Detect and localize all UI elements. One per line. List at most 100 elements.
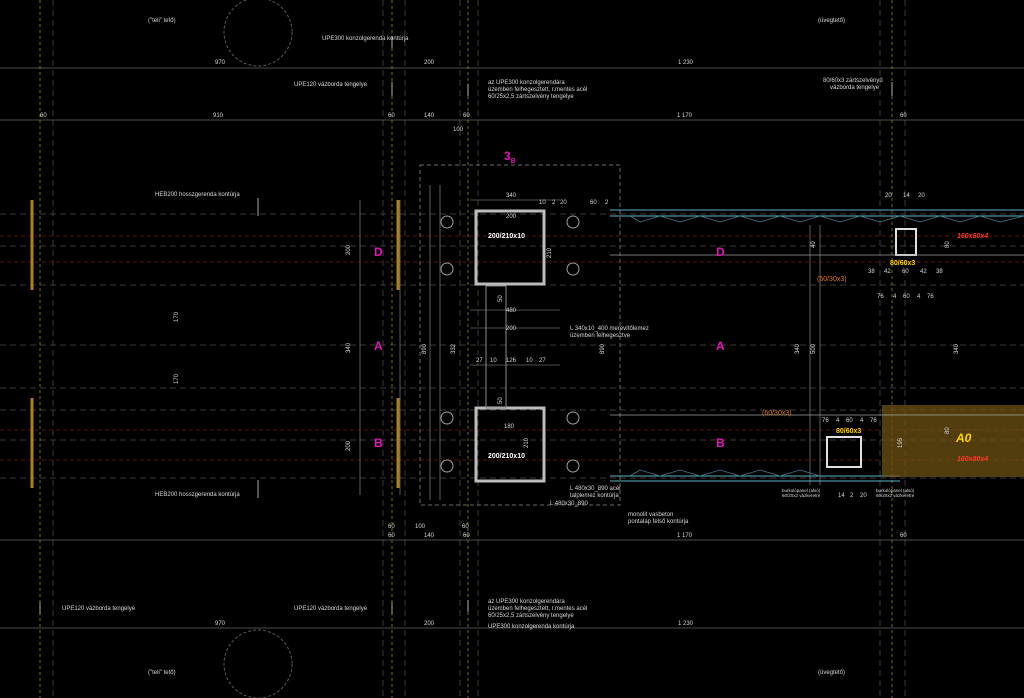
dim-76b: 76 xyxy=(927,294,934,300)
axis-d-left: D xyxy=(374,245,383,259)
tube-label-top: 80/60x3 xyxy=(890,260,915,267)
note-talp-1: L 480x30_890 acél xyxy=(570,486,621,492)
a0-zone xyxy=(882,405,1024,477)
dim-small-126: 126 xyxy=(506,358,517,364)
axis-a0: A0 xyxy=(955,431,972,445)
left-fixings xyxy=(30,200,400,488)
dim-v-340r: 340 xyxy=(795,343,801,354)
dim-col-210a: 210 xyxy=(547,247,553,258)
dim-bot2-60b: 60 xyxy=(463,533,470,539)
note-burk-2b: 60/20x2 vázkeretre xyxy=(876,493,915,498)
note-heb-top: HEB200 hosszgerenda kontúrja xyxy=(155,192,240,198)
dim-v-80a: 80 xyxy=(945,241,951,248)
axis-b-left: B xyxy=(374,436,383,450)
axis-b-mid: B xyxy=(716,436,725,450)
frame-outline xyxy=(419,164,621,506)
section-top: 200/210x10 xyxy=(488,233,525,240)
dim-bot-100: 100 xyxy=(415,524,426,530)
dim-top-100: 100 xyxy=(453,127,464,133)
dim-small-27b: 27 xyxy=(539,358,546,364)
dim-col-480: 480 xyxy=(506,308,517,314)
dim-v-80b: 80 xyxy=(945,427,951,434)
note-upe120-top: UPE120 vázborda tengelye xyxy=(294,82,368,88)
dimension-lines xyxy=(0,67,1024,629)
dim-top-200: 200 xyxy=(424,60,435,66)
dim-60-2a: 60 xyxy=(590,200,597,206)
dim-v-340rr: 340 xyxy=(954,343,960,354)
dim-bot3-1230: 1 230 xyxy=(678,621,694,627)
note-konzol-bottom-2: üzemben felhegesztett, r.mentes acél xyxy=(488,606,587,612)
note-konzol-top-2: üzemben felhegesztett, r.mentes acél xyxy=(488,87,587,93)
dim-top-10: 10 xyxy=(539,200,546,206)
bolts xyxy=(440,215,580,473)
dim-top-1170: 1 170 xyxy=(677,113,693,119)
red-label-top: 160x80x4 xyxy=(957,233,988,240)
note-zart-top-2: vázborda tengelye xyxy=(830,85,880,91)
dim-4d: 4 xyxy=(860,418,864,424)
roof-label-teli-bottom: ("teli" tető) xyxy=(148,670,176,676)
dim-60a: 60 xyxy=(902,269,909,275)
column-top xyxy=(474,209,546,286)
dim-v-200b: 200 xyxy=(346,440,352,451)
dim-small-10b: 10 xyxy=(526,358,533,364)
note-burk-1a: burkolópanel (alsó) xyxy=(782,488,821,493)
dim-small-27a: 27 xyxy=(476,358,483,364)
note-vasbeton-2: pontalap felső kontúrja xyxy=(628,519,689,525)
dim-38b: 38 xyxy=(936,269,943,275)
cladding-lines xyxy=(610,209,1024,482)
dim-top-1230: 1 230 xyxy=(678,60,694,66)
red-axes xyxy=(0,235,1024,461)
leader-arrows xyxy=(39,36,893,614)
ora-label-top: (60/30x3) xyxy=(817,276,847,283)
dim-v-40: 40 xyxy=(811,241,817,248)
tube-bottom xyxy=(826,436,862,468)
dim-60c: 60 xyxy=(846,418,853,424)
roof-label-uveg-top: (üvegtető) xyxy=(818,18,845,24)
note-merev-1: L 340x10_400 merevítőlemez xyxy=(570,326,649,332)
note-heb-bottom: HEB200 hosszgerenda kontúrja xyxy=(155,492,240,498)
dim-bot-60b: 60 xyxy=(462,524,469,530)
dim-bot2-140: 140 xyxy=(424,533,435,539)
dim-col-180: 180 xyxy=(504,424,515,430)
dim-4c: 4 xyxy=(836,418,840,424)
dim-col-200b: 200 xyxy=(506,326,517,332)
dim-60-2b: 2 xyxy=(605,200,609,206)
note-konzol-top-1: az UPE300 konzolgerendára xyxy=(488,80,565,86)
dim-r-20a: 20 xyxy=(885,193,892,199)
dim-bot-60a: 60 xyxy=(388,524,395,530)
note-upe300-bottom: UPE300 konzolgerenda kontúrja xyxy=(488,624,575,630)
note-upe120-bottom-left: UPE120 vázborda tengelye xyxy=(62,606,136,612)
column-bottom xyxy=(474,406,546,483)
tube-top xyxy=(895,228,917,256)
dim-top-140: 140 xyxy=(424,113,435,119)
note-vasbeton-1: monolit vasbeton xyxy=(628,512,673,518)
dim-4a: 4 xyxy=(893,294,897,300)
section-bottom: 200/210x10 xyxy=(488,453,525,460)
dim-top-60a: 60 xyxy=(40,113,47,119)
note-upe300-top: UPE300 konzolgerenda kontúrja xyxy=(322,36,409,42)
dim-bot2-60c: 60 xyxy=(900,533,907,539)
dim-v-890b: 890 xyxy=(600,343,606,354)
horizontal-grid xyxy=(0,213,1024,479)
note-konzol-top-3: 60/25x2,5 zártszelvény tengelye xyxy=(488,94,574,100)
dim-v-340: 340 xyxy=(346,342,352,353)
tube-label-bottom: 80/60x3 xyxy=(836,428,861,435)
note-konzol-bottom-3: 60/25x2,5 zártszelvény tengelye xyxy=(488,613,574,619)
note-zart-top-1: 80/60x3 zártszelvényű xyxy=(823,78,883,84)
note-konzol-bottom-1: az UPE300 konzolgerendára xyxy=(488,599,565,605)
dim-r-20b: 20 xyxy=(918,193,925,199)
dim-76a: 76 xyxy=(877,294,884,300)
roof-label-uveg-bottom: (üvegtető) xyxy=(818,670,845,676)
dim-76d: 76 xyxy=(870,418,877,424)
dim-v-170a: 170 xyxy=(174,311,180,322)
dim-r-14: 14 xyxy=(903,193,910,199)
dim-v-332: 332 xyxy=(451,343,457,354)
dim-v-200a: 200 xyxy=(346,244,352,255)
dim-b-14: 14 xyxy=(838,493,845,499)
note-merev-2: üzemben felhegesztve xyxy=(570,333,631,339)
dim-bot3-200: 200 xyxy=(424,621,435,627)
axis-title: 3B xyxy=(504,149,516,165)
axis-d-mid: D xyxy=(716,245,725,259)
dim-4b: 4 xyxy=(917,294,921,300)
